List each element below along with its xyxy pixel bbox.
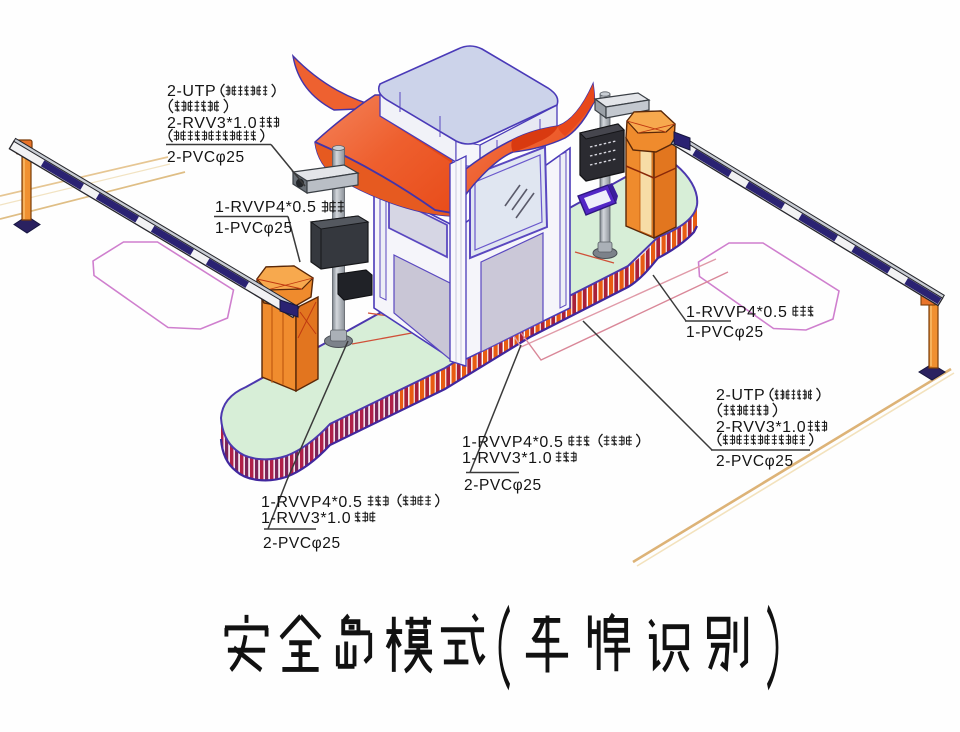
svg-text:1-RVVP4*0.5: 1-RVVP4*0.5	[261, 494, 362, 511]
svg-text:2-PVCφ25: 2-PVCφ25	[263, 535, 341, 552]
svg-text:1-RVVP4*0.5: 1-RVVP4*0.5	[462, 434, 563, 451]
svg-text:1-PVCφ25: 1-PVCφ25	[215, 220, 293, 237]
svg-text:1-RVVP4*0.5: 1-RVVP4*0.5	[215, 199, 316, 216]
svg-text:2-PVCφ25: 2-PVCφ25	[716, 453, 794, 470]
svg-text:1-PVCφ25: 1-PVCφ25	[686, 324, 764, 341]
svg-text:2-PVCφ25: 2-PVCφ25	[167, 149, 245, 166]
svg-text:2-PVCφ25: 2-PVCφ25	[464, 477, 542, 494]
svg-text:1-RVV3*1.0: 1-RVV3*1.0	[261, 510, 351, 527]
svg-text:1-RVV3*1.0: 1-RVV3*1.0	[462, 450, 552, 467]
svg-text:2-UTP: 2-UTP	[167, 83, 216, 100]
svg-text:2-RVV3*1.0: 2-RVV3*1.0	[167, 115, 257, 132]
svg-text:2-UTP: 2-UTP	[716, 387, 765, 404]
svg-text:1-RVVP4*0.5: 1-RVVP4*0.5	[686, 304, 787, 321]
svg-text:2-RVV3*1.0: 2-RVV3*1.0	[716, 419, 806, 436]
